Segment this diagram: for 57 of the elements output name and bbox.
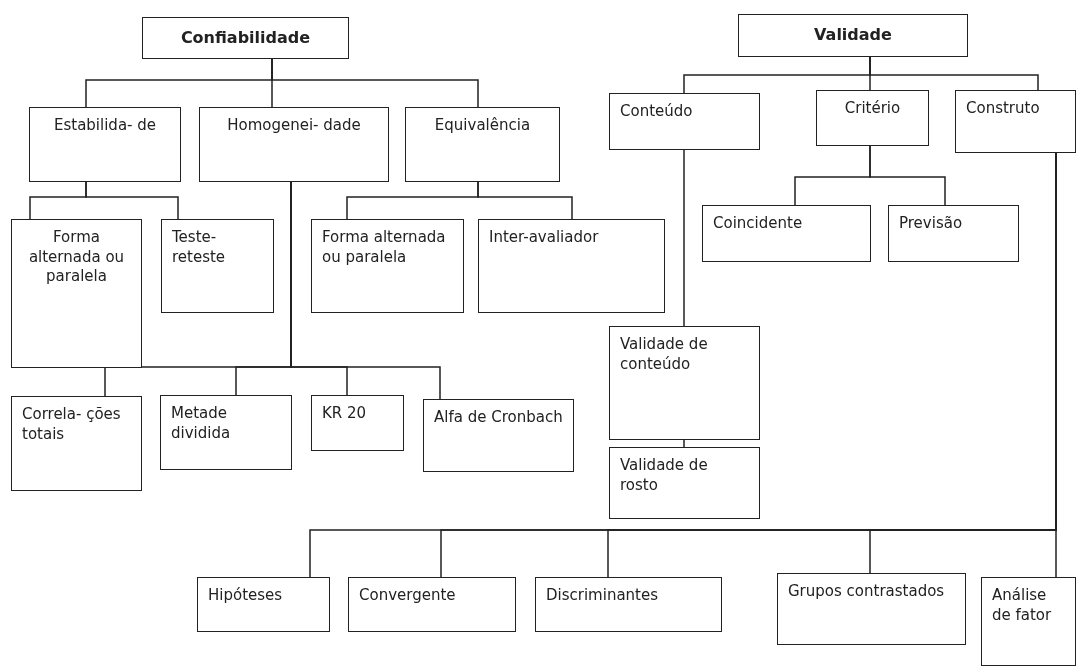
connector-line: [683, 439, 685, 448]
node-label: Critério: [843, 99, 902, 119]
connector-line: [869, 56, 1039, 91]
connector-line: [869, 145, 946, 206]
node-label: Discriminantes: [546, 586, 659, 604]
node-label: Confiabilidade: [180, 28, 311, 47]
concept-box: [609, 93, 760, 150]
connector-line: [271, 58, 479, 108]
concept-box: [423, 399, 574, 472]
node-label: Forma alternada ou paralela: [27, 228, 126, 287]
concept-box: [478, 219, 665, 313]
concept-box: [29, 107, 181, 182]
node-label: Grupos contrastados: [788, 582, 945, 600]
category-box: [738, 14, 968, 57]
concept-box: [311, 219, 464, 313]
node-label: Validade: [814, 25, 892, 44]
concept-box: [816, 90, 929, 146]
concept-box: [981, 577, 1076, 666]
node-label: Validade de conteúdo: [620, 335, 708, 373]
connector-line: [683, 149, 685, 327]
node-label: Alfa de Cronbach: [434, 408, 563, 426]
concept-box: [405, 107, 560, 182]
concept-box: [311, 395, 404, 451]
node-label: Hipóteses: [208, 586, 283, 604]
node-label: Teste- reteste: [172, 228, 226, 266]
concept-box: [160, 395, 292, 470]
concept-box: [535, 577, 722, 632]
node-label: Coincidente: [713, 214, 803, 232]
concept-box: [199, 107, 389, 182]
node-label: KR 20: [322, 404, 367, 422]
concept-box: [11, 219, 142, 368]
node-label: Equivalência: [433, 116, 532, 136]
node-label: Previsão: [899, 214, 963, 232]
concept-box: [702, 205, 871, 262]
concept-box: [348, 577, 516, 632]
node-label: Convergente: [359, 586, 456, 604]
concept-box: [609, 326, 760, 440]
node-label: Análise de fator: [992, 586, 1052, 624]
concept-box: [609, 447, 760, 519]
concept-box: [11, 396, 142, 491]
node-label: Homogenei- dade: [226, 116, 362, 136]
concept-box: [888, 205, 1019, 262]
node-label: Metade dividida: [171, 404, 231, 442]
node-label: Validade de rosto: [620, 456, 708, 494]
node-label: Construto: [966, 99, 1040, 117]
category-box: [142, 17, 349, 59]
node-label: Estabilida- de: [52, 116, 157, 136]
connector-line: [85, 181, 179, 220]
concept-box: [197, 577, 330, 632]
node-label: Forma alternada ou paralela: [322, 228, 446, 266]
concept-box: [955, 90, 1076, 153]
node-label: Inter-avaliador: [489, 228, 599, 246]
node-label: Conteúdo: [620, 102, 693, 120]
concept-box: [161, 219, 274, 313]
node-label: Correla- ções totais: [22, 405, 121, 443]
concept-box: [777, 573, 966, 645]
connector-line: [477, 181, 573, 220]
